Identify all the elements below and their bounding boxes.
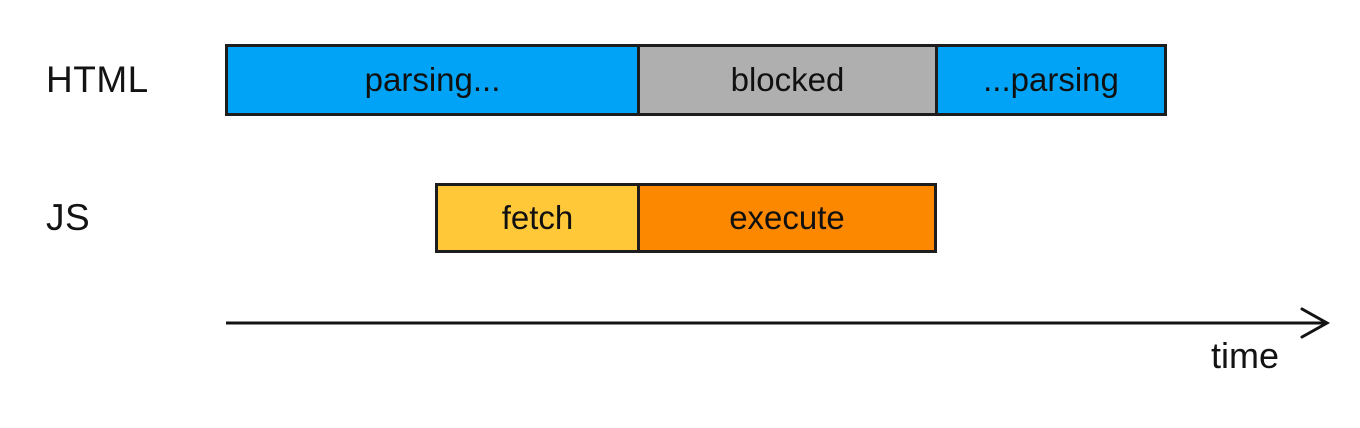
segment-fetch: fetch (438, 186, 637, 250)
segment-parsing-start: parsing... (228, 47, 637, 113)
segment-parsing-end: ...parsing (935, 47, 1164, 113)
html-row-bar: parsing... blocked ...parsing (225, 44, 1167, 116)
row-label-html: HTML (46, 59, 149, 100)
time-axis-arrow-icon (220, 299, 1340, 347)
js-row-bar: fetch execute (435, 183, 937, 253)
row-label-js: JS (46, 197, 91, 238)
segment-execute: execute (637, 186, 934, 250)
segment-blocked: blocked (637, 47, 935, 113)
time-axis-label: time (1211, 335, 1280, 376)
